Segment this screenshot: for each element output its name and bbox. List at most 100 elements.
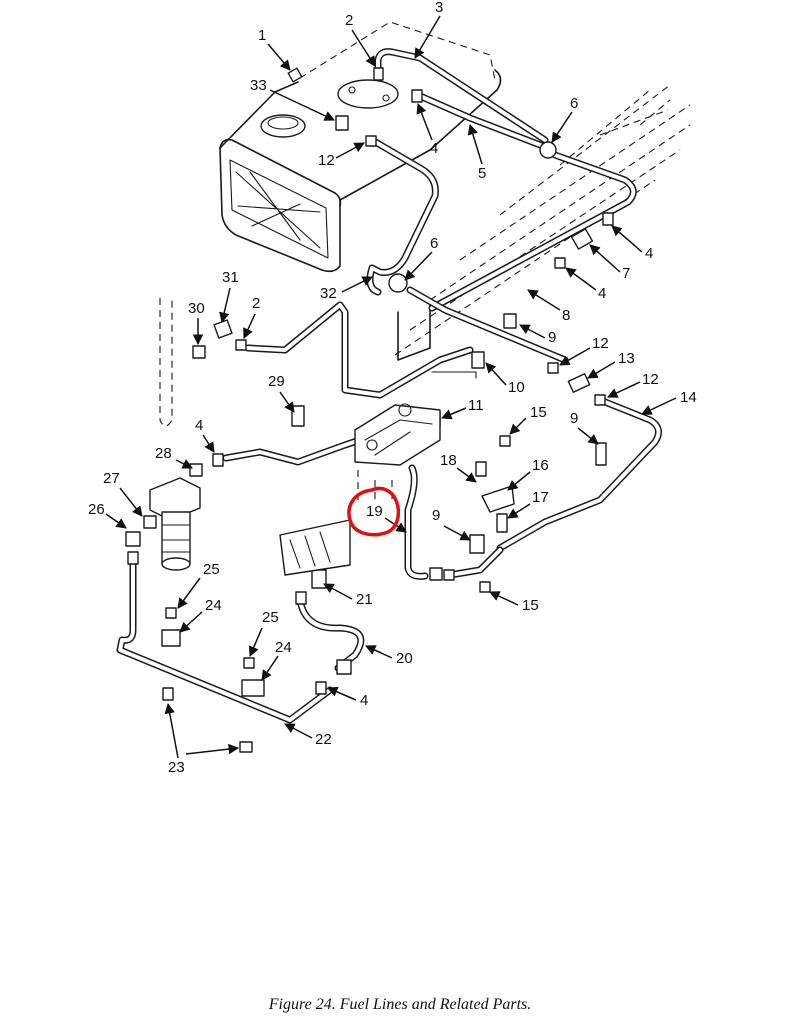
callout-14: 14 [641, 389, 697, 415]
svg-text:12: 12 [592, 335, 609, 352]
callout-28: 28 [155, 445, 193, 469]
highlight-circle-19 [347, 486, 401, 537]
callout-11: 11 [441, 397, 484, 420]
callout-19: 19 [366, 503, 407, 533]
svg-text:20: 20 [396, 650, 413, 667]
callout-25-a: 25 [177, 561, 220, 609]
svg-text:13: 13 [618, 350, 635, 367]
svg-text:22: 22 [315, 731, 332, 748]
svg-text:4: 4 [598, 285, 606, 302]
callout-32: 32 [320, 276, 373, 302]
svg-text:4: 4 [645, 245, 653, 262]
fittings [125, 67, 614, 753]
svg-text:8: 8 [562, 307, 570, 324]
callout-4-b: 4 [611, 225, 653, 262]
svg-text:25: 25 [262, 609, 279, 626]
svg-text:21: 21 [356, 591, 373, 608]
fuel-tank [219, 21, 502, 273]
svg-text:6: 6 [570, 95, 578, 112]
callout-3: 3 [414, 0, 443, 59]
svg-text:31: 31 [222, 269, 239, 286]
callout-4-d: 4 [195, 417, 215, 453]
svg-text:5: 5 [478, 165, 486, 182]
callout-5: 5 [467, 123, 486, 182]
svg-text:26: 26 [88, 501, 105, 518]
svg-text:4: 4 [360, 692, 368, 709]
callouts: 1 2 3 33 4 12 6 5 4 7 6 32 4 8 31 2 30 9… [88, 0, 697, 776]
svg-text:12: 12 [318, 152, 335, 169]
svg-text:1: 1 [258, 27, 266, 44]
callout-8: 8 [527, 289, 570, 324]
svg-text:2: 2 [345, 12, 353, 29]
svg-text:10: 10 [508, 379, 525, 396]
callout-9-c: 9 [432, 507, 471, 541]
callout-12-a: 12 [318, 142, 365, 169]
callout-24-b: 24 [261, 639, 292, 681]
callout-9-b: 9 [570, 410, 599, 445]
svg-text:9: 9 [548, 329, 556, 346]
svg-text:25: 25 [203, 561, 220, 578]
svg-text:11: 11 [468, 397, 484, 414]
callout-31: 31 [219, 269, 239, 324]
svg-text:27: 27 [103, 470, 120, 487]
callout-7: 7 [589, 244, 630, 282]
svg-text:24: 24 [205, 597, 222, 614]
figure-caption: Figure 24. Fuel Lines and Related Parts. [268, 996, 532, 1013]
svg-text:3: 3 [435, 0, 443, 16]
callout-16: 16 [507, 457, 549, 491]
svg-text:12: 12 [642, 371, 659, 388]
callout-18: 18 [440, 452, 477, 483]
svg-text:32: 32 [320, 285, 337, 302]
callout-26: 26 [88, 501, 127, 529]
fuel-filter [149, 477, 201, 571]
callout-2-b: 2 [243, 295, 260, 339]
bracket-10-icon [431, 371, 477, 379]
frame-rails [394, 84, 691, 361]
callout-1: 1 [258, 27, 291, 71]
callout-23: 23 [164, 702, 240, 776]
callout-33: 33 [250, 77, 335, 121]
callout-27: 27 [103, 470, 143, 517]
svg-text:19: 19 [366, 503, 383, 520]
callout-15-b: 15 [489, 591, 539, 614]
svg-text:7: 7 [622, 265, 630, 282]
callout-9-a: 9 [519, 324, 556, 346]
svg-text:4: 4 [195, 417, 203, 434]
callout-6-a: 6 [551, 95, 578, 143]
svg-text:17: 17 [532, 489, 549, 506]
callout-21: 21 [323, 583, 373, 608]
callout-13: 13 [587, 350, 635, 379]
svg-text:33: 33 [250, 77, 267, 94]
svg-text:24: 24 [275, 639, 292, 656]
callout-20: 20 [365, 645, 413, 667]
callout-29: 29 [268, 373, 295, 413]
callout-12-b: 12 [559, 335, 609, 366]
callout-24-a: 24 [179, 597, 222, 633]
svg-text:2: 2 [252, 295, 260, 312]
callout-4-a: 4 [416, 103, 438, 157]
callout-17: 17 [507, 489, 549, 519]
svg-text:23: 23 [168, 759, 185, 776]
svg-text:28: 28 [155, 445, 172, 462]
svg-text:30: 30 [188, 300, 205, 317]
svg-text:9: 9 [432, 507, 440, 524]
svg-text:6: 6 [430, 235, 438, 252]
callout-4-c: 4 [565, 267, 606, 302]
callout-4-e: 4 [327, 686, 368, 709]
svg-text:4: 4 [430, 140, 438, 157]
svg-text:15: 15 [522, 597, 539, 614]
callout-22: 22 [284, 723, 332, 748]
svg-text:29: 29 [268, 373, 285, 390]
callout-30: 30 [188, 300, 205, 346]
callout-2: 2 [345, 12, 376, 67]
callout-6-b: 6 [404, 235, 438, 281]
callout-15-a: 15 [509, 404, 547, 435]
svg-text:14: 14 [680, 389, 697, 406]
callout-10: 10 [485, 362, 525, 396]
fuel-tubes [116, 48, 663, 724]
svg-text:16: 16 [532, 457, 549, 474]
svg-text:18: 18 [440, 452, 457, 469]
callout-12-c: 12 [607, 371, 659, 398]
svg-text:9: 9 [570, 410, 578, 427]
